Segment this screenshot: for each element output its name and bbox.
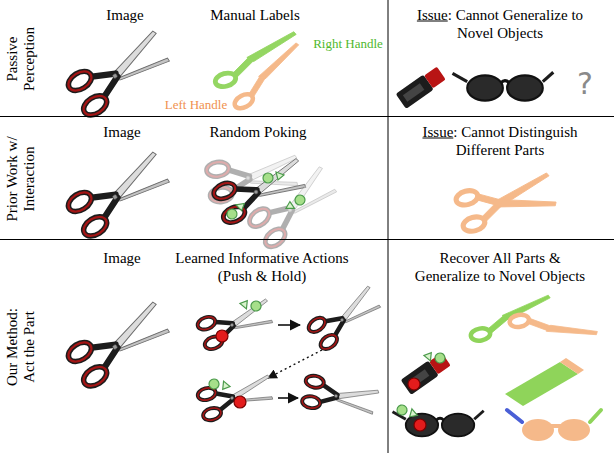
sunglasses xyxy=(453,72,554,100)
right-handle-mask xyxy=(208,31,304,88)
poke-marker xyxy=(283,194,306,212)
column-divider xyxy=(388,0,389,453)
result-text: Recover All Parts & Generalize to Novel … xyxy=(410,249,590,285)
part-label: Right Handle xyxy=(310,36,386,52)
part-mask xyxy=(509,302,598,349)
step-arrow xyxy=(278,324,300,326)
scissors-state xyxy=(301,374,380,419)
scissors-poked xyxy=(211,154,311,225)
scissors-image xyxy=(65,147,176,240)
column-header: Image xyxy=(77,123,167,141)
row-label: Our Method: Act the Part xyxy=(4,299,39,394)
issue-text: Issue: Cannot Generalize to Novel Object… xyxy=(405,6,595,42)
scissors-state xyxy=(306,283,385,352)
column-header: Learned Informative Actions (Push & Hold… xyxy=(162,249,362,285)
issue-text: Issue: Cannot Distinguish Different Part… xyxy=(405,123,595,159)
usb-stick xyxy=(396,66,447,109)
part-label: Left Handle xyxy=(158,97,234,113)
question-mark: ? xyxy=(570,66,600,102)
poke-marker xyxy=(225,201,249,221)
part-mask xyxy=(560,358,584,374)
hold-marker xyxy=(234,396,246,408)
poke-marker xyxy=(208,377,231,395)
scissors-image xyxy=(65,26,176,119)
poke-marker xyxy=(395,402,419,422)
column-header: Manual Labels xyxy=(185,6,325,24)
poke-marker xyxy=(263,172,284,183)
sunglasses xyxy=(393,411,484,437)
row-label: Prior Work w/ Interaction xyxy=(4,124,39,234)
poke-marker xyxy=(239,296,262,314)
merged-part-mask xyxy=(454,169,556,230)
scissors-ghost xyxy=(246,163,342,251)
scissors-state xyxy=(196,296,277,352)
row-label: Passive Perception xyxy=(4,9,39,109)
column-header: Image xyxy=(77,249,167,267)
column-header: Image xyxy=(80,6,170,24)
poke-marker xyxy=(423,348,446,366)
scissors-state xyxy=(196,372,276,423)
hold-marker xyxy=(414,419,426,431)
scissors-image xyxy=(65,297,176,390)
hold-marker xyxy=(216,330,228,342)
step-arrow xyxy=(278,397,298,399)
glasses-part-masks xyxy=(507,410,601,441)
column-header: Random Poking xyxy=(188,123,328,141)
hold-marker xyxy=(408,378,420,390)
part-mask xyxy=(505,362,578,406)
